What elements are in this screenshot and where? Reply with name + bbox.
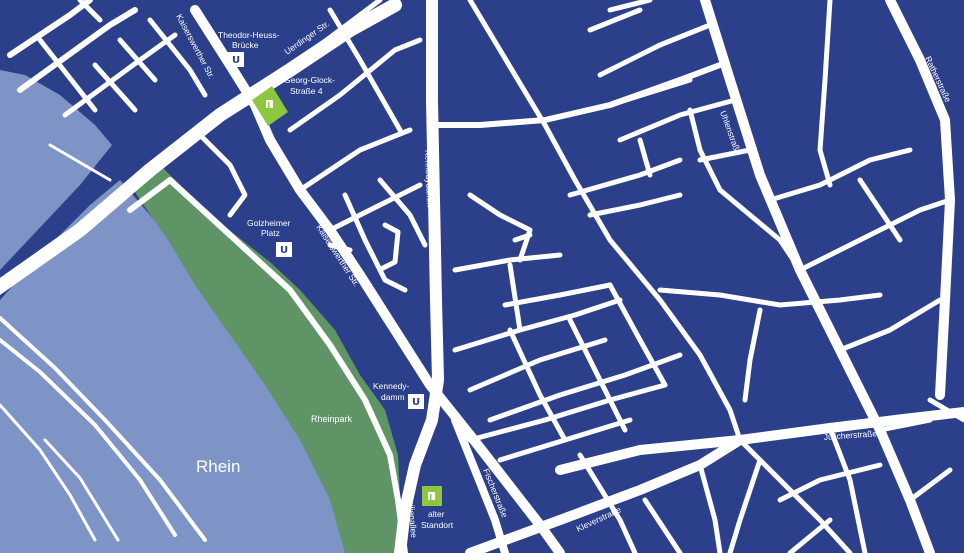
river-area	[0, 70, 112, 270]
station-golzheimer-platz[interactable]: Golzheimer Platz U	[247, 218, 292, 257]
subway-symbol: U	[412, 397, 420, 408]
location-name-line2: Straße 4	[290, 86, 323, 96]
street-label-cecilienallee: Cecilienallee	[405, 489, 419, 538]
location-name-line1: Georg-Glock-	[284, 75, 335, 85]
river-label: Rhein	[196, 457, 240, 476]
station-name-line2: Platz	[261, 228, 280, 238]
subway-symbol: U	[280, 245, 288, 256]
riverbank-paths	[0, 143, 207, 542]
location-alter-standort[interactable]: alter Standort	[421, 486, 454, 530]
station-name-line1: Kennedy-	[373, 381, 410, 391]
subway-icon	[276, 242, 292, 257]
location-georg-glock-strasse[interactable]: Georg-Glock- Straße 4	[252, 75, 335, 126]
subway-symbol: U	[232, 55, 240, 66]
street-label-juelicher-strasse: Jülicherstraße	[823, 428, 877, 442]
park-area	[128, 165, 405, 553]
location-name-line1: alter	[428, 509, 445, 519]
station-name-line1: Theodor-Heuss-	[218, 30, 280, 40]
subway-icon	[408, 394, 424, 409]
location-name-line2: Standort	[421, 520, 454, 530]
station-kennedydamm[interactable]: Kennedy- damm U	[373, 381, 424, 409]
river-area-main	[0, 180, 360, 553]
station-name-line1: Golzheimer	[247, 218, 291, 228]
station-name-line2: Brücke	[232, 40, 259, 50]
street-label-kennedydamm: Kennedydamm	[423, 150, 435, 207]
station-theodor-heuss-bruecke[interactable]: Theodor-Heuss- Brücke U	[218, 30, 280, 67]
park-label: Rheinpark	[311, 414, 353, 424]
station-name-line2: damm	[381, 392, 405, 402]
subway-icon	[228, 52, 244, 67]
